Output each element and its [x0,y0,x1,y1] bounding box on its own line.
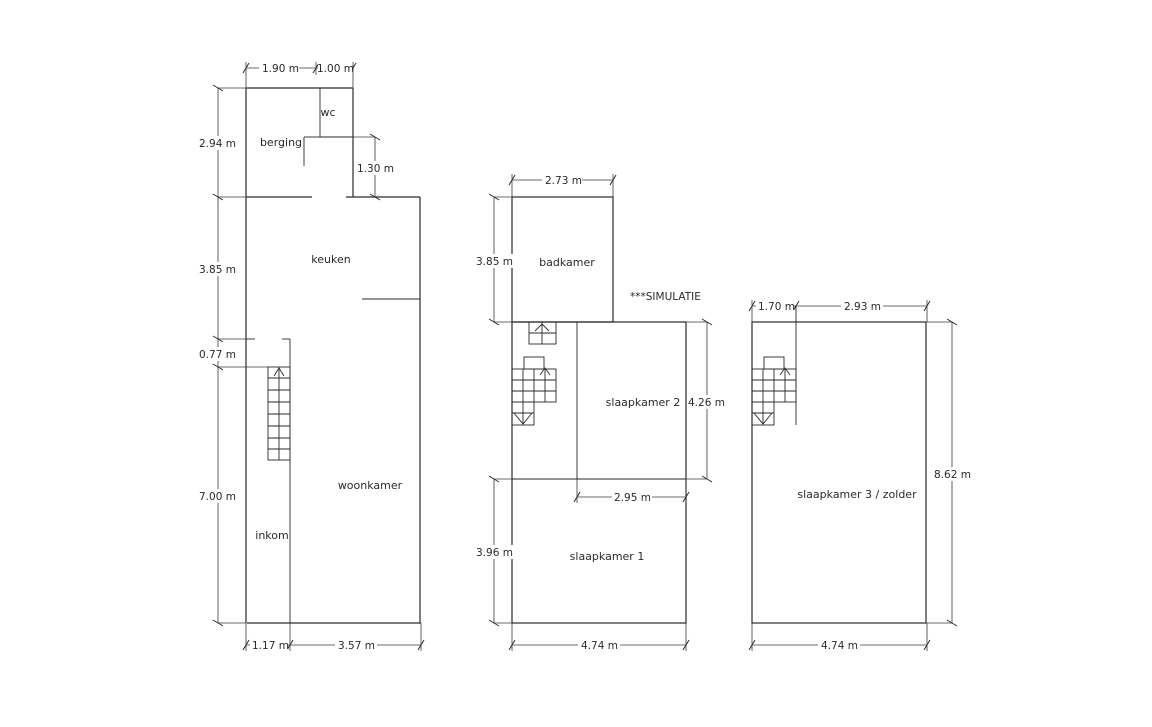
dimensions-attic [748,299,973,652]
floor-first: badkamer slaapkamer 2 slaapkamer 1 ***SI… [475,173,726,652]
dim-ground-top-left: 1.90 m [262,63,299,75]
dim-first-top: 2.73 m [545,175,582,187]
dim-first-bottom: 4.74 m [581,640,618,652]
dim-first-inner: 2.95 m [614,492,651,504]
room-label-slaapkamer-2: slaapkamer 2 [606,396,681,409]
room-label-slaapkamer-3: slaapkamer 3 / zolder [797,488,917,501]
dim-ground-top-right: 1.00 m [317,63,354,75]
room-label-wc: wc [320,106,335,119]
simulation-note: ***SIMULATIE [630,291,701,303]
stairs-ground [267,366,291,461]
floor-ground: wc berging keuken woonkamer inkom [197,61,425,652]
dim-ground-bottom-left: 1.17 m [252,640,289,652]
room-label-berging: berging [260,136,302,149]
dim-ground-bottom-right: 3.57 m [338,640,375,652]
dim-ground-left-3: 0.77 m [199,349,236,361]
dim-ground-inner-right: 1.30 m [357,163,394,175]
room-label-slaapkamer-1: slaapkamer 1 [570,550,645,563]
dim-attic-top-left: 1.70 m [758,301,795,313]
room-label-badkamer: badkamer [539,256,595,269]
stairs-attic [751,356,797,426]
stairs-first [511,321,557,426]
dim-first-left-1: 3.85 m [476,256,513,268]
dim-ground-left-4: 7.00 m [199,491,236,503]
dim-attic-bottom: 4.74 m [821,640,858,652]
room-label-keuken: keuken [311,253,350,266]
dim-ground-left-2: 3.85 m [199,264,236,276]
walls-attic [751,306,927,624]
dim-attic-right: 8.62 m [934,469,971,481]
dimensions-ground [197,61,425,652]
dim-first-right: 4.26 m [688,397,725,409]
floor-attic: slaapkamer 3 / zolder [748,299,973,652]
room-label-woonkamer: woonkamer [338,479,403,492]
dim-first-left-2: 3.96 m [476,547,513,559]
dim-ground-left-1: 2.94 m [199,138,236,150]
dim-attic-top-right: 2.93 m [844,301,881,313]
room-label-inkom: inkom [255,529,288,542]
dimensions-first [475,173,726,652]
walls-ground [245,87,421,624]
